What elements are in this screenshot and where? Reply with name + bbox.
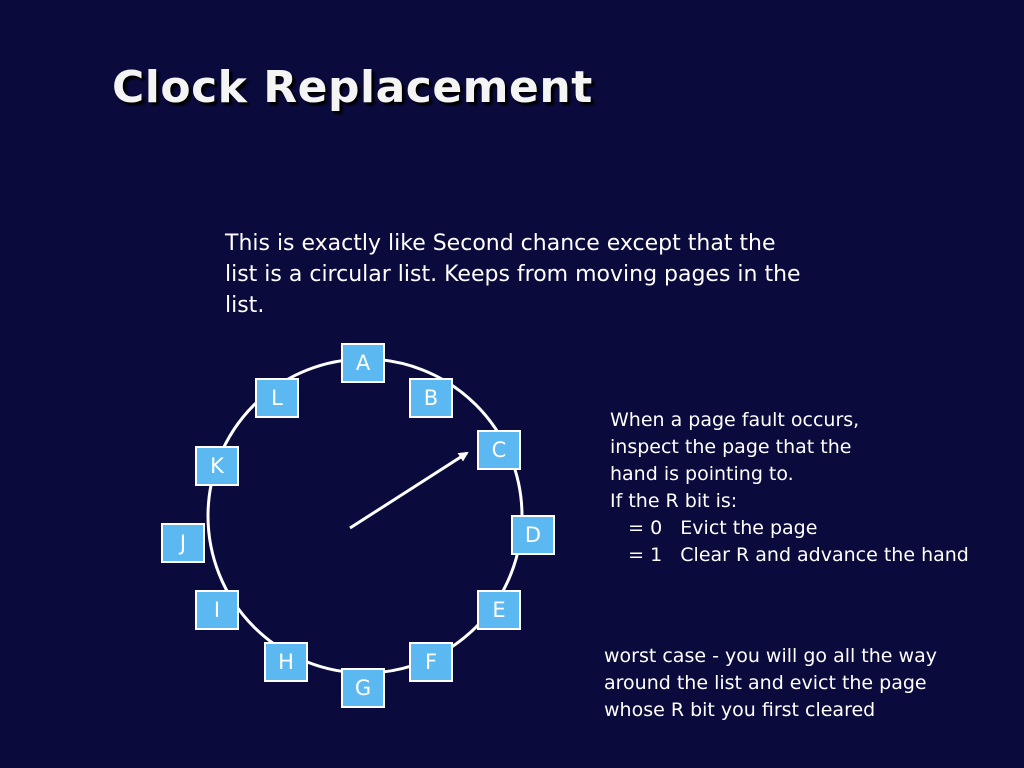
rule-line: = 1 Clear R and advance the hand bbox=[610, 544, 969, 566]
page-node-label: H bbox=[278, 650, 294, 674]
page-node-box bbox=[195, 446, 239, 486]
page-node-box bbox=[409, 642, 453, 682]
page-node-label: B bbox=[424, 386, 438, 410]
intro-line: list is a circular list. Keeps from movi… bbox=[225, 262, 801, 287]
page-node-l: L bbox=[255, 378, 299, 418]
page-node-box bbox=[511, 515, 555, 555]
page-node-box bbox=[477, 430, 521, 470]
page-node-box bbox=[264, 642, 308, 682]
clock-hand-arrow bbox=[349, 451, 469, 530]
rule-line: inspect the page that the bbox=[610, 436, 852, 458]
intro-text: This is exactly like Second chance excep… bbox=[225, 228, 865, 321]
page-node-box bbox=[341, 343, 385, 383]
intro-line: This is exactly like Second chance excep… bbox=[225, 231, 776, 256]
page-node-k: K bbox=[195, 446, 239, 486]
worst-case-line: worst case - you will go all the way bbox=[604, 645, 937, 667]
page-node-box bbox=[409, 378, 453, 418]
page-node-box bbox=[341, 668, 385, 708]
page-node-j: J bbox=[161, 523, 205, 563]
page-node-label: L bbox=[271, 386, 283, 410]
worst-case-line: whose R bit you first cleared bbox=[604, 699, 876, 721]
page-node-label: I bbox=[214, 598, 220, 622]
worst-case-note: worst case - you will go all the way aro… bbox=[604, 643, 1014, 724]
rule-line: If the R bit is: bbox=[610, 490, 738, 512]
page-node-box bbox=[255, 378, 299, 418]
rule-line: When a page fault occurs, bbox=[610, 409, 860, 431]
worst-case-line: around the list and evict the page bbox=[604, 672, 927, 694]
page-node-label: K bbox=[210, 454, 225, 478]
page-node-box bbox=[195, 590, 239, 630]
page-node-g: G bbox=[341, 668, 385, 708]
page-node-f: F bbox=[409, 642, 453, 682]
page-node-d: D bbox=[511, 515, 555, 555]
page-node-a: A bbox=[341, 343, 385, 383]
page-node-h: H bbox=[264, 642, 308, 682]
page-node-i: I bbox=[195, 590, 239, 630]
page-node-label: F bbox=[425, 650, 437, 674]
page-node-c: C bbox=[477, 430, 521, 470]
page-node-b: B bbox=[409, 378, 453, 418]
page-node-box bbox=[477, 590, 521, 630]
slide-title: Clock Replacement bbox=[112, 62, 593, 113]
page-node-label: G bbox=[355, 676, 371, 700]
page-node-label: J bbox=[178, 531, 186, 555]
rule-line: hand is pointing to. bbox=[610, 463, 794, 485]
page-node-label: C bbox=[492, 438, 507, 462]
page-fault-rules: When a page fault occurs, inspect the pa… bbox=[610, 407, 1010, 569]
intro-line: list. bbox=[225, 293, 265, 318]
rule-line: = 0 Evict the page bbox=[610, 517, 818, 539]
clock-nodes: A B C D E F G H I J K L bbox=[161, 343, 555, 708]
page-node-label: A bbox=[356, 351, 371, 375]
page-node-e: E bbox=[477, 590, 521, 630]
page-node-box bbox=[161, 523, 205, 563]
page-node-label: E bbox=[492, 598, 505, 622]
page-node-label: D bbox=[525, 523, 541, 547]
